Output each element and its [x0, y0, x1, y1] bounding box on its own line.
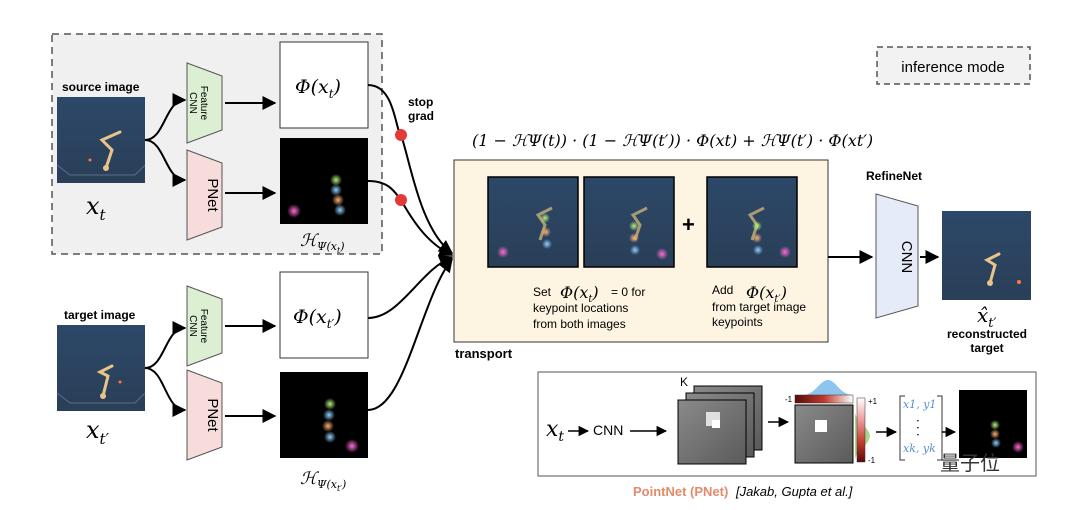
watermark: 量子位 — [940, 452, 1000, 475]
svg-text:= 0 for: = 0 for — [611, 285, 645, 299]
inference-mode-label: inference mode — [901, 59, 1004, 76]
heatmap-target — [280, 372, 368, 458]
pointnet-input-x: xt — [546, 417, 564, 445]
source-image-label: source image — [62, 80, 140, 94]
svg-text:FeatureCNN: FeatureCNN — [187, 309, 209, 344]
pnet-target: PNet — [186, 369, 223, 461]
pointnet-cnn-label: CNN — [593, 422, 623, 438]
svg-text:PNet: PNet — [204, 178, 221, 212]
svg-text:Φ(xt′): Φ(xt′) — [746, 283, 787, 305]
svg-text:Set: Set — [533, 285, 552, 299]
colorbar-neg: -1 — [868, 456, 876, 465]
svg-text:keypoints: keypoints — [712, 315, 763, 329]
svg-text:Φ(xt′): Φ(xt′) — [293, 306, 342, 331]
target-image-label: target image — [64, 308, 136, 322]
heatmap-source — [280, 138, 368, 224]
h-psi-xt-label: ℋΨ(xt) — [300, 231, 344, 255]
svg-text:from both images: from both images — [533, 317, 626, 331]
feature-cnn-source: FeatureCNN — [186, 62, 223, 144]
phi-xt-box: Φ(xt) — [279, 41, 369, 129]
stop-grad-dot-1 — [395, 129, 407, 141]
phi-xtprime-box: Φ(xt′) — [279, 271, 369, 359]
pointnet-feature-stack — [677, 385, 763, 465]
reconstructed-image — [942, 211, 1031, 300]
svg-text:PNet: PNet — [204, 398, 221, 432]
svg-text:Add: Add — [712, 283, 733, 297]
svg-text:x1, y1: x1, y1 — [903, 398, 936, 411]
transport-set-text: Set Φ(xt) = 0 for keypoint locations fro… — [533, 283, 645, 331]
feature-cnn-target: FeatureCNN — [186, 285, 223, 367]
transport-image-2 — [583, 176, 675, 268]
inference-mode-badge: inference mode — [876, 46, 1031, 85]
keypoint-coordinates: x1, y1 · · · xk, yk — [899, 395, 943, 461]
h-psi-xtprime-label: ℋΨ(xt′) — [300, 469, 346, 493]
pnet-source: PNet — [186, 149, 223, 241]
svg-text:·: · — [916, 421, 920, 435]
pointnet-caption: PointNet (PNet) [Jakab, Gupta et al.] — [633, 484, 853, 499]
refinenet-cnn: CNN — [875, 193, 919, 319]
xhat-tprime: x̂t′ — [977, 303, 997, 331]
svg-text:keypoint locations: keypoint locations — [533, 301, 628, 315]
svg-text:·: · — [916, 414, 920, 428]
svg-text:from target image: from target image — [712, 300, 806, 314]
transport-image-1 — [487, 176, 579, 268]
pointnet-k-label: K — [680, 375, 688, 389]
pointnet-heatmap — [794, 380, 870, 464]
target-image — [56, 325, 146, 411]
source-image — [56, 97, 146, 183]
colorbar-top-left: -1 — [785, 395, 793, 404]
svg-text:Φ(xt): Φ(xt) — [560, 283, 599, 305]
svg-text:·: · — [916, 428, 920, 442]
pointnet-output-keypoints — [959, 390, 1027, 458]
plus-sign: + — [682, 212, 695, 237]
stop-grad-dot-2 — [395, 194, 407, 206]
svg-text:xk, yk: xk, yk — [903, 442, 936, 455]
transport-label: transport — [455, 346, 513, 361]
target-x-tprime: xt′ — [86, 416, 110, 448]
colorbar-pos: +1 — [868, 397, 878, 406]
transport-add-text: Add Φ(xt′) from target image keypoints — [712, 283, 806, 329]
refinenet-label: RefineNet — [866, 169, 922, 183]
transport-image-3 — [706, 176, 798, 268]
svg-text:FeatureCNN: FeatureCNN — [187, 86, 209, 121]
svg-text:Φ(xt): Φ(xt) — [295, 76, 341, 101]
transport-formula: (1 − ℋΨ(t)) · (1 − ℋΨ(t′)) · Φ(xt) + ℋΨ(… — [472, 131, 873, 150]
svg-text:CNN: CNN — [898, 241, 915, 274]
source-x-t: xt — [86, 192, 107, 224]
